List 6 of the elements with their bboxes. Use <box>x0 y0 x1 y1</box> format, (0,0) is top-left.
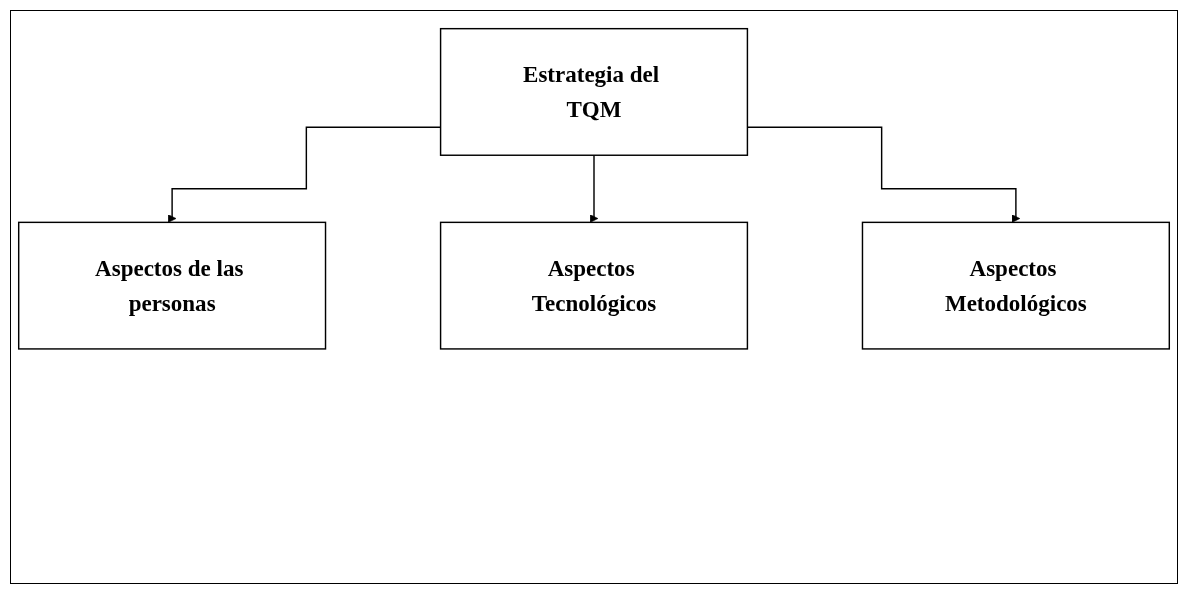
outer-frame: Estrategia del TQM Aspectos de las personas Aspectos Tecnológicos Aspectos Metodológicos <box>10 10 1178 584</box>
node-box <box>439 221 749 350</box>
node-box <box>18 221 327 350</box>
arrow <box>589 154 599 223</box>
node-box <box>439 27 749 156</box>
node-box <box>861 221 1170 350</box>
